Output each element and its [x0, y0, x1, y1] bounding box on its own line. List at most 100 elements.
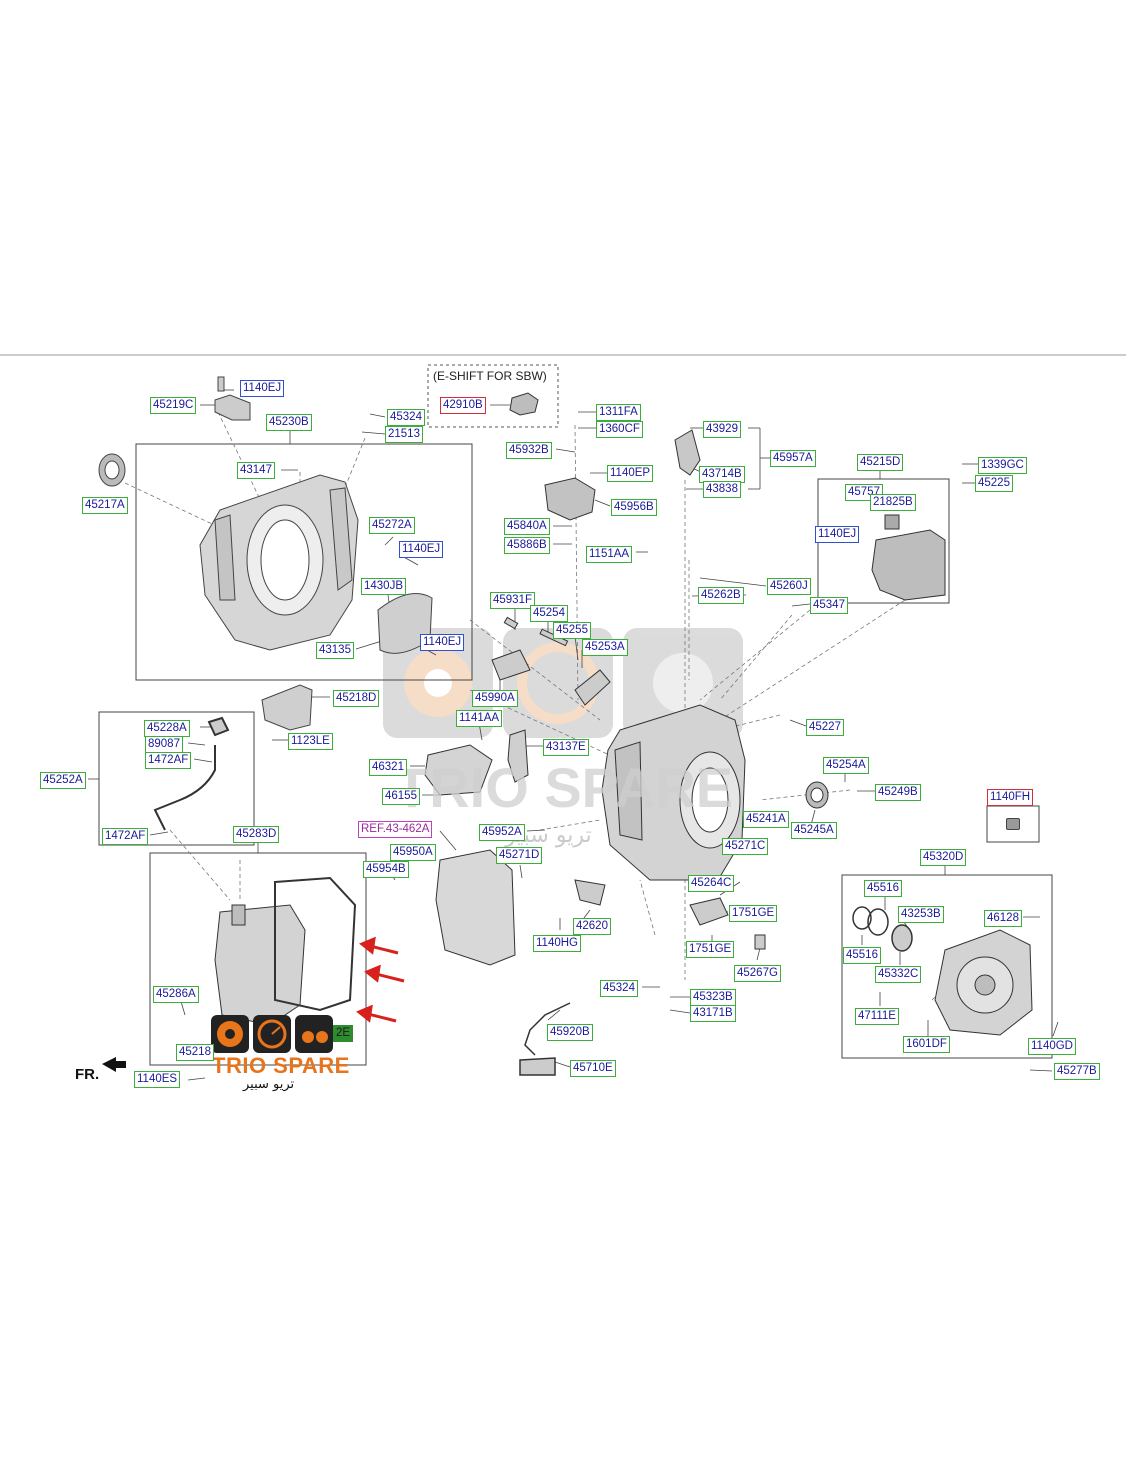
part-label-45324[interactable]: 45324 [387, 409, 425, 426]
part-label-1140es[interactable]: 1140ES [134, 1071, 181, 1088]
part-label-45950a[interactable]: 45950A [390, 844, 436, 861]
brand-arabic: تريو سبير [243, 1077, 295, 1092]
part-label-45245a[interactable]: 45245A [791, 822, 837, 839]
part-label-45241a[interactable]: 45241A [743, 811, 789, 828]
part-label-1140fh[interactable]: 1140FH [987, 789, 1034, 806]
part-label-45957a[interactable]: 45957A [770, 450, 816, 467]
part-label-45255[interactable]: 45255 [553, 622, 591, 639]
part-label-45230b[interactable]: 45230B [266, 414, 312, 431]
part-label-46155[interactable]: 46155 [382, 788, 420, 805]
part-label-43929[interactable]: 43929 [703, 421, 741, 438]
part-label-21825b[interactable]: 21825B [870, 494, 916, 511]
part-label-45271d[interactable]: 45271D [496, 847, 543, 864]
part-label-46128[interactable]: 46128 [984, 910, 1022, 927]
part-label-1751ge[interactable]: 1751GE [729, 905, 778, 922]
part-label-45264c[interactable]: 45264C [688, 875, 735, 892]
part-label-1472af[interactable]: 1472AF [102, 828, 149, 845]
part-label-45952a[interactable]: 45952A [479, 824, 525, 841]
part-label-47111e[interactable]: 47111E [855, 1008, 899, 1025]
part-label-45954b[interactable]: 45954B [363, 861, 409, 878]
part-label-45332c[interactable]: 45332C [875, 966, 922, 983]
part-label-45324[interactable]: 45324 [600, 980, 638, 997]
part-label-45218d[interactable]: 45218D [333, 690, 380, 707]
part-label-45347[interactable]: 45347 [810, 597, 848, 614]
part-label-43137e[interactable]: 43137E [543, 739, 589, 756]
part-label-43147[interactable]: 43147 [237, 462, 275, 479]
part-label-45283d[interactable]: 45283D [233, 826, 280, 843]
part-label-45516[interactable]: 45516 [864, 880, 902, 897]
part-label-45320d[interactable]: 45320D [920, 849, 967, 866]
part-label-45710e[interactable]: 45710E [570, 1060, 616, 1077]
part-label-45252a[interactable]: 45252A [40, 772, 86, 789]
part-label-45932b[interactable]: 45932B [506, 442, 552, 459]
part-label-45262b[interactable]: 45262B [698, 587, 744, 604]
part-label-45260j[interactable]: 45260J [767, 578, 811, 595]
part-label-45253a[interactable]: 45253A [582, 639, 628, 656]
part-label-2e[interactable]: 2E [333, 1025, 354, 1042]
part-label-1140ep[interactable]: 1140EP [607, 465, 654, 482]
part-label-45272a[interactable]: 45272A [369, 517, 415, 534]
part-label-45215d[interactable]: 45215D [857, 454, 904, 471]
part-label-1360cf[interactable]: 1360CF [596, 421, 643, 438]
housing-group-box [135, 443, 473, 681]
part-label-45218[interactable]: 45218 [176, 1044, 214, 1061]
part-label-45277b[interactable]: 45277B [1054, 1063, 1100, 1080]
front-arrow-icon [102, 1057, 126, 1072]
part-label-21513[interactable]: 21513 [385, 426, 423, 443]
cover-group-box [841, 874, 1053, 1059]
part-label-42620[interactable]: 42620 [573, 918, 611, 935]
part-label-45271c[interactable]: 45271C [722, 838, 769, 855]
oil-pan [214, 876, 357, 1026]
part-label-45227[interactable]: 45227 [806, 719, 844, 736]
part-label-45920b[interactable]: 45920B [547, 1024, 593, 1041]
part-label-45267g[interactable]: 45267G [734, 965, 781, 982]
part-label-1140ej[interactable]: 1140EJ [240, 380, 285, 397]
1140fh-box [986, 805, 1040, 843]
oil-strainer [424, 744, 493, 796]
part-label-45228a[interactable]: 45228A [144, 720, 190, 737]
part-label-45840a[interactable]: 45840A [504, 518, 550, 535]
seal-ring [98, 453, 126, 487]
part-label-1601df[interactable]: 1601DF [903, 1036, 950, 1053]
part-label-45886b[interactable]: 45886B [504, 537, 550, 554]
part-label-ref43462a[interactable]: REF.43-462A [358, 821, 433, 838]
part-label-42910b[interactable]: 42910B [440, 397, 486, 414]
part-label-45323b[interactable]: 45323B [690, 989, 736, 1006]
part-label-1151aa[interactable]: 1151AA [586, 546, 633, 563]
part-label-1123le[interactable]: 1123LE [288, 733, 333, 750]
part-label-1140gd[interactable]: 1140GD [1028, 1038, 1076, 1055]
valve-body [435, 849, 516, 966]
part-label-45286a[interactable]: 45286A [153, 986, 199, 1003]
part-label-1140ej[interactable]: 1140EJ [815, 526, 860, 543]
eshift-caption: (E-SHIFT FOR SBW) [433, 369, 547, 383]
part-label-43135[interactable]: 43135 [316, 642, 354, 659]
part-label-45990a[interactable]: 45990A [472, 690, 518, 707]
part-label-1311fa[interactable]: 1311FA [596, 404, 641, 421]
part-label-1751ge[interactable]: 1751GE [686, 941, 735, 958]
part-label-1140ej[interactable]: 1140EJ [420, 634, 465, 651]
part-label-1339gc[interactable]: 1339GC [978, 457, 1027, 474]
part-label-45254a[interactable]: 45254A [823, 757, 869, 774]
part-label-43253b[interactable]: 43253B [898, 906, 944, 923]
part-label-1140hg[interactable]: 1140HG [533, 935, 581, 952]
part-label-45225[interactable]: 45225 [975, 475, 1013, 492]
part-label-45219c[interactable]: 45219C [150, 397, 197, 414]
part-label-1430jb[interactable]: 1430JB [361, 578, 407, 595]
part-label-43171b[interactable]: 43171B [690, 1005, 736, 1022]
part-label-45956b[interactable]: 45956B [611, 499, 657, 516]
part-label-43838[interactable]: 43838 [703, 481, 741, 498]
part-label-45931f[interactable]: 45931F [490, 592, 536, 609]
part-label-45516[interactable]: 45516 [843, 947, 881, 964]
part-label-89087[interactable]: 89087 [145, 736, 183, 753]
part-label-1141aa[interactable]: 1141AA [456, 710, 503, 727]
vent-hose [153, 716, 230, 831]
part-label-45254[interactable]: 45254 [530, 605, 568, 622]
position-sensor [871, 514, 946, 601]
part-label-1140ej[interactable]: 1140EJ [399, 541, 444, 558]
part-label-46321[interactable]: 46321 [369, 759, 407, 776]
part-label-1472af[interactable]: 1472AF [145, 752, 192, 769]
part-label-43714b[interactable]: 43714B [699, 466, 745, 483]
part-label-45217a[interactable]: 45217A [82, 497, 128, 514]
part-label-45249b[interactable]: 45249B [875, 784, 921, 801]
brand-logo-icons [211, 1015, 333, 1053]
